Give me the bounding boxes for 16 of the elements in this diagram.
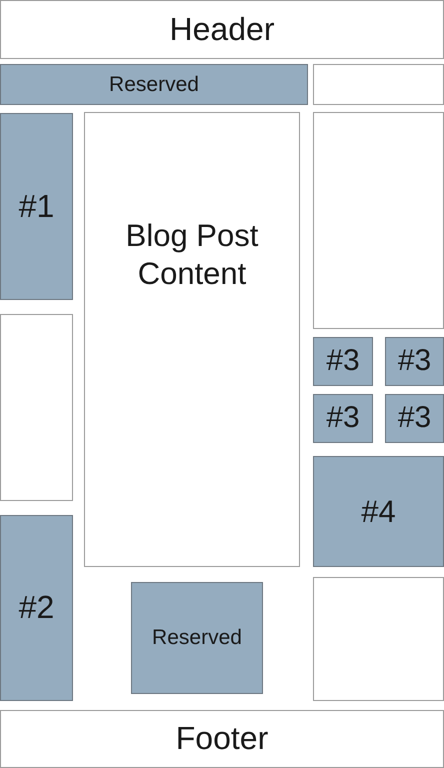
small-slot: #3 bbox=[313, 394, 373, 443]
sidebar-slot: #2 bbox=[0, 515, 73, 701]
reserved-block: Reserved bbox=[131, 582, 263, 694]
empty-slot bbox=[313, 577, 444, 701]
content-panel: Blog Post Content bbox=[84, 112, 300, 567]
small-slot: #3 bbox=[385, 337, 444, 386]
reserved-banner: Reserved bbox=[0, 64, 308, 105]
small-slot: #3 bbox=[313, 337, 373, 386]
sidebar-slot: #1 bbox=[0, 113, 73, 300]
empty-slot bbox=[313, 112, 444, 329]
empty-slot bbox=[0, 314, 73, 501]
small-slot: #3 bbox=[385, 394, 444, 443]
footer-panel: Footer bbox=[0, 710, 444, 768]
sidebar-slot: #4 bbox=[313, 456, 444, 567]
header-panel: Header bbox=[0, 0, 444, 59]
empty-slot bbox=[313, 64, 444, 105]
